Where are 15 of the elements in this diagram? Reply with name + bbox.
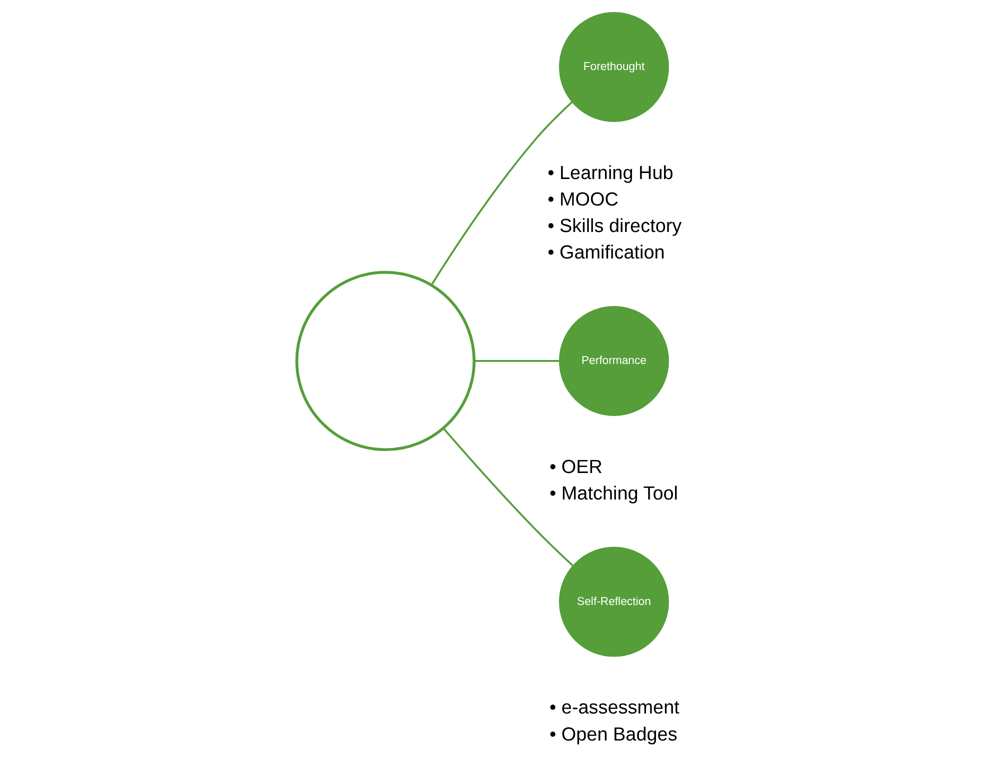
node-label: • Learning Hub	[548, 162, 674, 184]
connector	[442, 428, 574, 566]
node-label: • OER	[550, 456, 602, 478]
node-circle: Performance	[558, 306, 669, 416]
connector	[474, 360, 560, 362]
node-circle: Self-Reflection	[558, 546, 669, 657]
node-circle: Forethought	[558, 12, 669, 122]
node-circle	[295, 270, 476, 452]
node-label: • MOOC	[548, 189, 618, 210]
node-label: • e-assessment	[550, 698, 680, 719]
connector	[430, 101, 573, 286]
node-label: • Matching Tool	[550, 483, 678, 504]
node-label: • Gamification	[548, 242, 665, 264]
node-label: • Skills directory	[548, 216, 682, 237]
node-label: • Open Badges	[550, 724, 678, 746]
